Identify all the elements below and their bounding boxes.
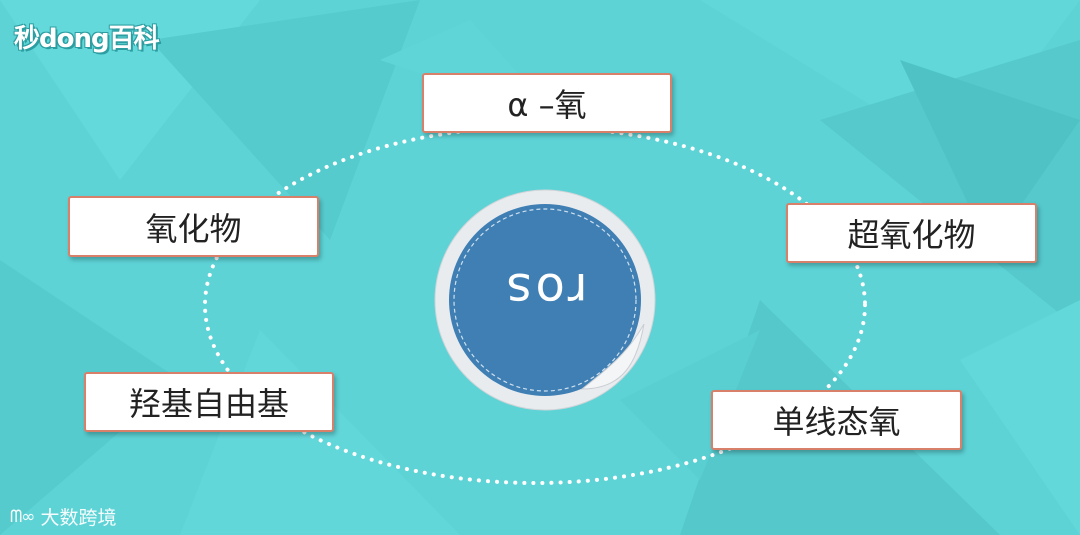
center-circle	[434, 189, 656, 411]
node-superoxide: 超氧化物	[786, 203, 1037, 263]
center-label: ros	[502, 262, 588, 318]
watermark: ᗰ∞ 大数跨境	[10, 503, 116, 530]
node-alpha-oxygen: α –氧	[422, 73, 672, 133]
brand-logo: 秒dong百科	[14, 24, 160, 54]
node-singlet-oxygen: 单线态氧	[711, 390, 962, 450]
100-icon: ᗰ∞	[10, 506, 35, 527]
node-oxide: 氧化物	[68, 196, 319, 257]
node-hydroxyl-radical: 羟基自由基	[84, 372, 334, 432]
watermark-text: 大数跨境	[40, 507, 117, 529]
